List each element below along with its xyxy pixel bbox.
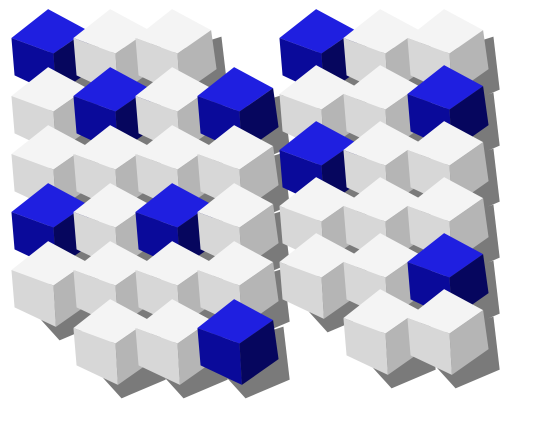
left-octahedral-layer: [11, 9, 289, 398]
right-octahedral-layer: [279, 9, 499, 388]
